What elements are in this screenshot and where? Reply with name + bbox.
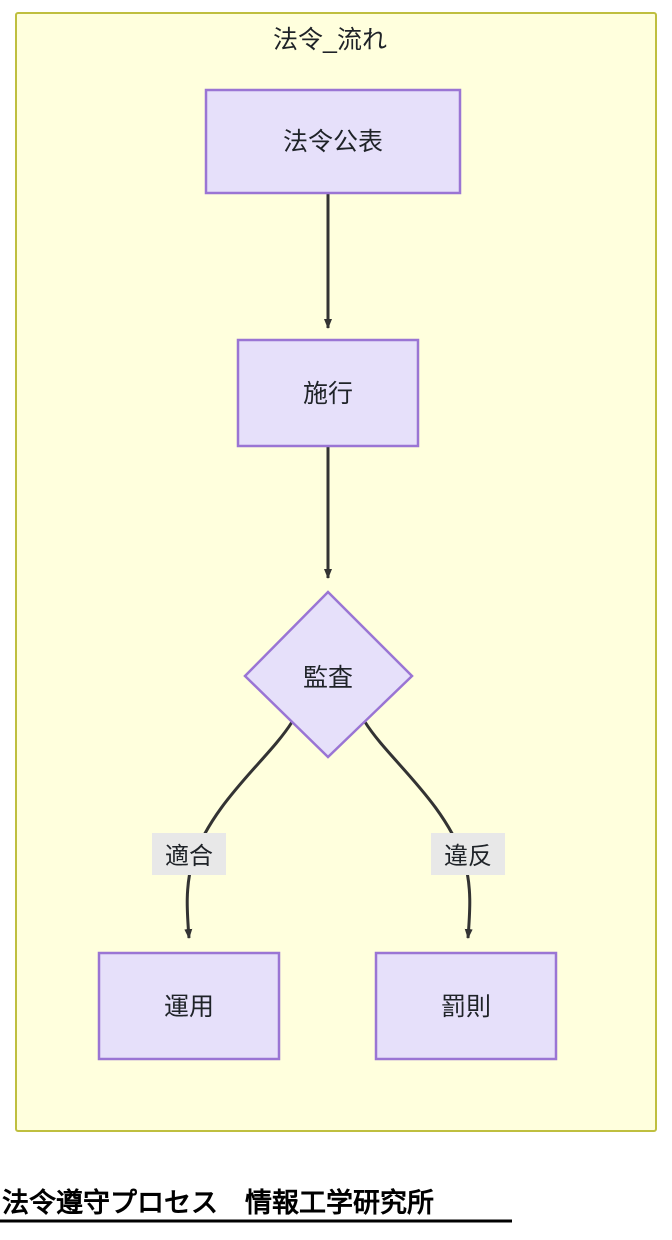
- edge-label-violation-bg: [431, 833, 505, 875]
- node-penalty-shape[interactable]: [374, 951, 558, 1061]
- node-operate-label: 運用: [164, 993, 214, 1021]
- node-penalty[interactable]: 罰則: [374, 951, 558, 1061]
- node-audit[interactable]: 監査: [243, 590, 414, 759]
- node-operate[interactable]: 運用: [97, 951, 281, 1061]
- node-penalty-label: 罰則: [441, 993, 491, 1021]
- edge-label-compliant-bg: [152, 833, 226, 875]
- node-audit-label: 監査: [303, 664, 353, 692]
- edge-label-compliant: 適合: [152, 833, 226, 875]
- diagram-caption: 法令遵守プロセス 情報工学研究所: [2, 1187, 434, 1218]
- node-enforce-label: 施行: [303, 380, 353, 408]
- node-operate-shape[interactable]: [97, 951, 281, 1061]
- node-enforce-shape[interactable]: [236, 338, 420, 448]
- node-publish[interactable]: 法令公表: [204, 88, 462, 195]
- node-enforce[interactable]: 施行: [236, 338, 420, 448]
- edge-label-violation: 違反: [431, 833, 505, 875]
- node-publish-label: 法令公表: [283, 128, 383, 156]
- node-audit-shape[interactable]: [243, 590, 414, 759]
- node-publish-shape[interactable]: [204, 88, 462, 195]
- edge-label-violation-text: 違反: [444, 843, 492, 870]
- subgraph-title: 法令_流れ: [273, 26, 387, 54]
- edge-label-compliant-text: 適合: [165, 843, 213, 870]
